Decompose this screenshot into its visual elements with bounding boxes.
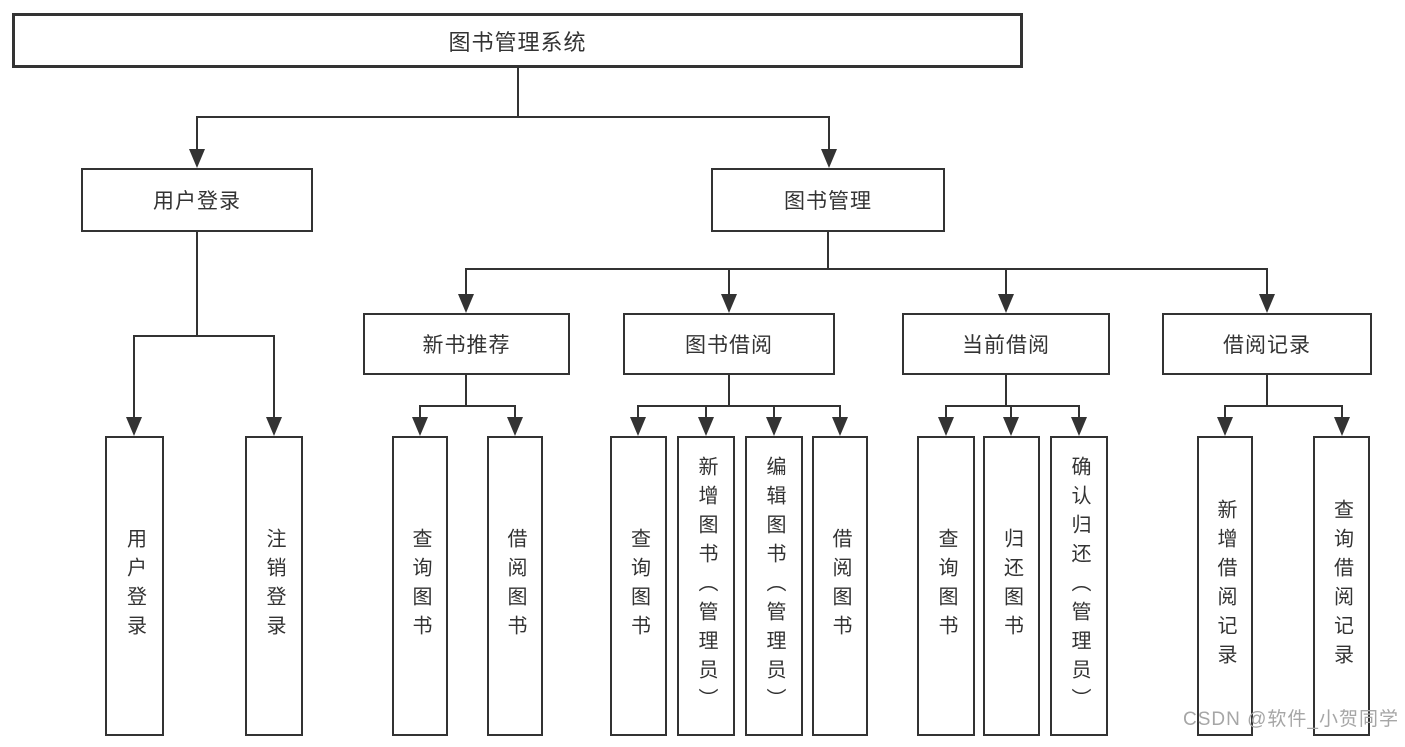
- leaf-add-borrow-record: 新增借阅记录: [1197, 436, 1253, 736]
- node-library-management-system: 图书管理系统: [12, 13, 1023, 68]
- node-user-login: 用户登录: [81, 168, 313, 232]
- leaf-add-borrow-record-label: 新增借阅记录: [1214, 499, 1236, 673]
- leaf-edit-book-admin-label: 编辑图书（管理员）: [763, 455, 785, 717]
- node-borrow-records: 借阅记录: [1162, 313, 1372, 375]
- leaf-borrow-books-1: 借阅图书: [487, 436, 543, 736]
- node-new-book-recommend: 新书推荐: [363, 313, 570, 375]
- leaf-return-books-label: 归还图书: [1000, 528, 1023, 644]
- csdn-watermark: CSDN @软件_小贺同学: [1183, 709, 1399, 730]
- leaf-query-borrow-record: 查询借阅记录: [1313, 436, 1370, 736]
- leaf-query-books-3-label: 查询图书: [935, 528, 957, 644]
- leaf-logout-label: 注销登录: [263, 528, 285, 644]
- leaf-borrow-books-2-label: 借阅图书: [829, 528, 851, 644]
- leaf-add-book-admin: 新增图书（管理员）: [677, 436, 735, 736]
- leaf-query-books-1: 查询图书: [392, 436, 448, 736]
- leaf-query-books-2-label: 查询图书: [627, 528, 650, 644]
- leaf-query-books-1-label: 查询图书: [409, 528, 431, 644]
- node-book-management: 图书管理: [711, 168, 945, 232]
- node-current-borrow: 当前借阅: [902, 313, 1110, 375]
- leaf-add-book-admin-label: 新增图书（管理员）: [695, 455, 717, 717]
- leaf-borrow-books-1-label: 借阅图书: [504, 528, 526, 644]
- leaf-user-login-label: 用户登录: [123, 528, 146, 644]
- leaf-logout: 注销登录: [245, 436, 303, 736]
- node-book-borrow: 图书借阅: [623, 313, 835, 375]
- leaf-confirm-return-admin: 确认归还（管理员）: [1050, 436, 1108, 736]
- leaf-borrow-books-2: 借阅图书: [812, 436, 868, 736]
- leaf-query-books-2: 查询图书: [610, 436, 667, 736]
- leaf-query-borrow-record-label: 查询借阅记录: [1330, 499, 1353, 673]
- leaf-edit-book-admin: 编辑图书（管理员）: [745, 436, 803, 736]
- leaf-user-login: 用户登录: [105, 436, 164, 736]
- connector-lines: [133, 68, 1343, 420]
- leaf-query-books-3: 查询图书: [917, 436, 975, 736]
- leaf-confirm-return-admin-label: 确认归还（管理员）: [1068, 455, 1090, 717]
- leaf-return-books: 归还图书: [983, 436, 1040, 736]
